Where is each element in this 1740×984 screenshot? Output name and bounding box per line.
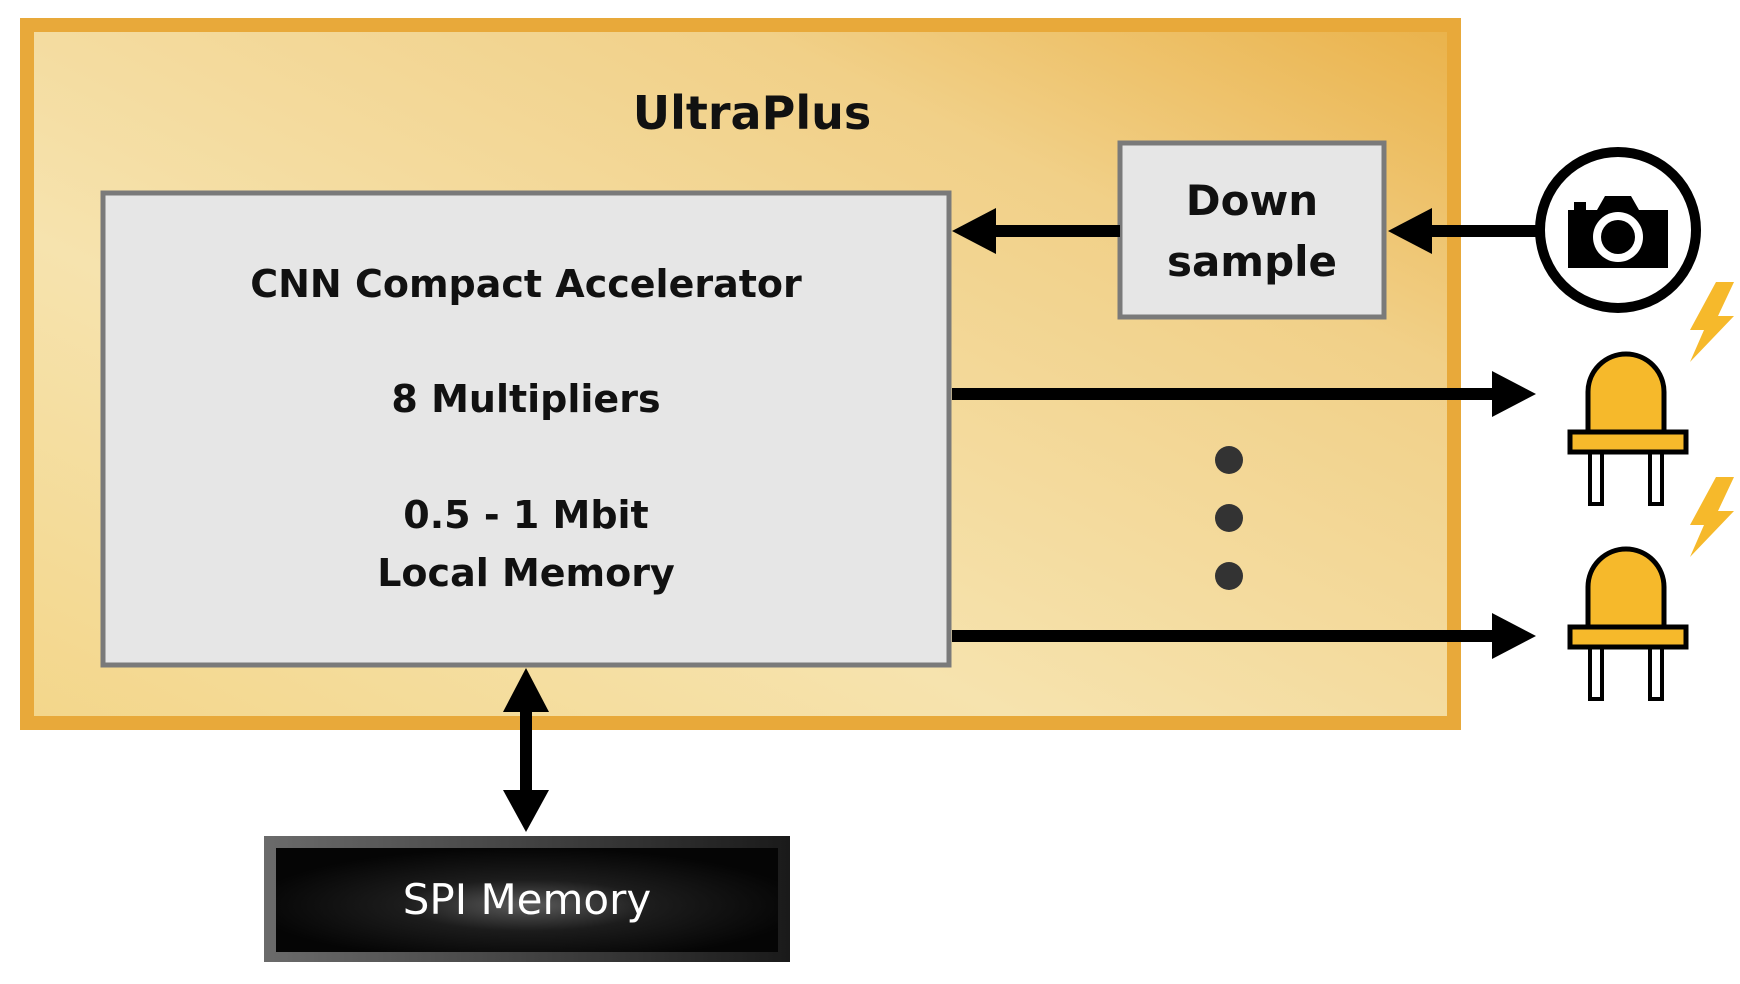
- arrow-camera-to-downsample: [1388, 208, 1540, 254]
- camera-icon: [1535, 147, 1701, 313]
- arrow-accelerator-to-led-2: [952, 613, 1536, 659]
- led-icon: [1567, 351, 1689, 506]
- arrow-downsample-to-accelerator: [952, 208, 1120, 254]
- accelerator-memory-size: 0.5 - 1 Mbit: [403, 493, 648, 537]
- accelerator-memory-label: Local Memory: [377, 551, 675, 595]
- cnn-accelerator-block: CNN Compact Accelerator 8 Multipliers 0.…: [100, 190, 952, 668]
- arrow-accelerator-spi-bidirectional: [503, 668, 549, 832]
- accelerator-multipliers: 8 Multipliers: [391, 377, 660, 421]
- downsample-label-line2: sample: [1167, 237, 1337, 286]
- arrow-accelerator-to-led-1: [952, 371, 1536, 417]
- vertical-ellipsis-icon: [1215, 446, 1243, 590]
- downsample-block: Down sample: [1117, 140, 1387, 320]
- downsample-label-line1: Down: [1186, 176, 1318, 225]
- accelerator-title: CNN Compact Accelerator: [250, 262, 802, 306]
- spi-memory-label: SPI Memory: [403, 875, 652, 924]
- spi-memory-block: SPI Memory: [264, 836, 790, 962]
- led-icon: [1567, 546, 1689, 701]
- chip-label: UltraPlus: [633, 86, 871, 140]
- lightning-bolt-icon: [1690, 477, 1734, 557]
- lightning-bolt-icon: [1690, 282, 1734, 362]
